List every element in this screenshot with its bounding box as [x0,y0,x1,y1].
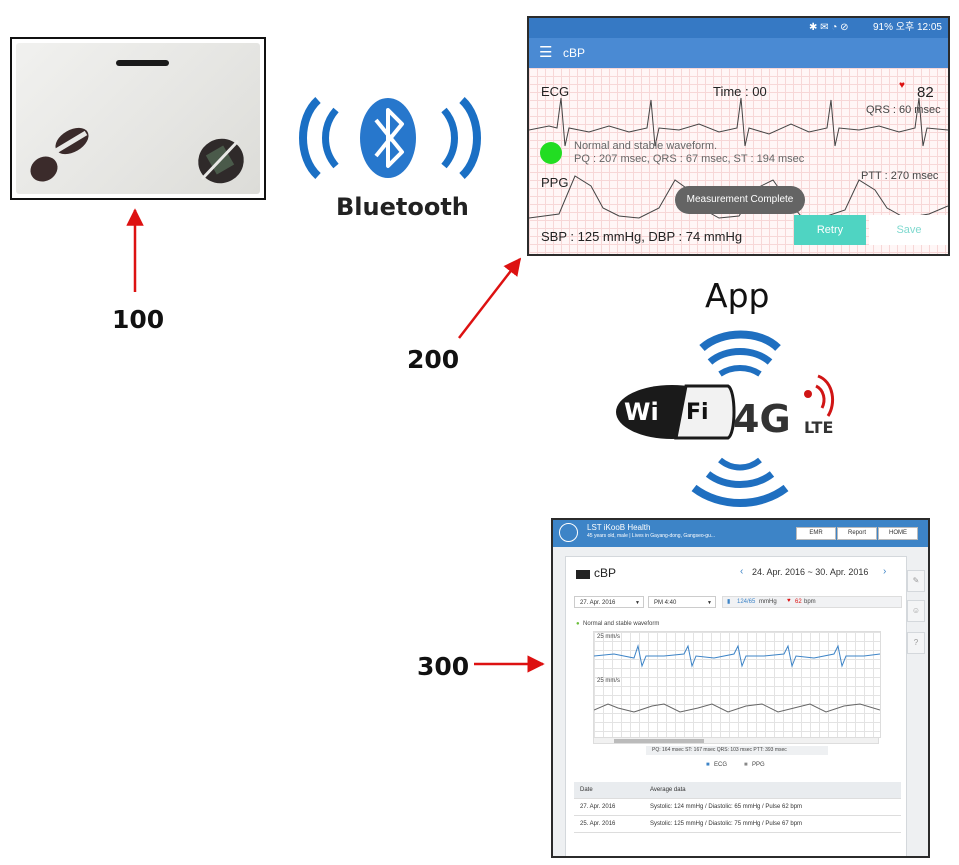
phone-screen: ✱ ✉ ◔ ⊘ 91% 오후 12:05 ☰ cBP ECG Time : 00… [527,16,950,256]
web-dashboard: LST iKooB Health 45 years old, male | Li… [551,518,930,858]
table-row[interactable]: 27. Apr. 2016 Systolic: 124 mmHg / Diast… [574,799,901,816]
chevron-down-icon: ▼ [635,597,640,609]
bluetooth-icon [290,92,490,184]
bp-unit: mmHg [759,599,777,605]
user-info: 45 years old, male | Lives in Gayang-don… [587,533,715,539]
bluetooth-label: Bluetooth [336,193,469,221]
nav-home-button[interactable]: HOME [878,527,918,540]
web-ppg-waveform [594,704,880,712]
heart-icon: ♥ [787,598,791,604]
label-100: 100 [112,305,164,334]
web-waveforms [594,632,880,737]
status-dot [540,142,562,164]
status-text: 91% 오후 12:05 [873,22,942,33]
tab-edit-icon[interactable]: ✎ [907,570,925,592]
ecg-label: ECG [541,84,569,99]
phone-toolbar: ☰ cBP [529,38,948,68]
tab-user-icon[interactable]: ☺ [907,600,925,622]
table-cell-average: Systolic: 125 mmHg / Diastolic: 75 mmHg … [644,816,901,833]
scrollbar-thumb[interactable] [614,739,704,743]
date-range: 24. Apr. 2016 ~ 30. Apr. 2016 [752,567,868,577]
app-label: App [705,276,769,315]
table-cell-average: Systolic: 124 mmHg / Diastolic: 65 mmHg … [644,799,901,816]
table-cell-date: 27. Apr. 2016 [574,799,644,816]
web-waveform-grid: 25 mm/s 25 mm/s [593,631,881,738]
interval-strip: PQ: 164 msec ST: 167 msec QRS: 103 msec … [646,746,828,755]
legend-ecg-swatch: ■ [706,762,710,768]
wifi-waves-top-icon [702,335,778,375]
web-ecg-waveform [594,646,880,666]
time-select[interactable]: PM 4:40 ▼ [648,596,716,608]
interval-values: PQ : 207 msec, QRS : 67 msec, ST : 194 m… [574,153,804,165]
phone-waveform-area: ECG Time : 00 ♥ 82 QRS : 60 msec Normal … [529,68,948,254]
image-icon [576,570,590,579]
status-icons: ✱ ✉ ◔ ⊘ [809,18,849,38]
arrow-to-phone [459,259,520,338]
next-week-icon[interactable]: › [883,566,886,577]
table-header-average: Average data [644,782,901,799]
tab-help-icon[interactable]: ? [907,632,925,654]
bp-icon: ▮ [727,598,730,605]
prev-week-icon[interactable]: ‹ [740,566,743,577]
label-300: 300 [417,652,469,681]
measurement-toast: Measurement Complete [675,186,805,214]
table-header-date: Date [574,782,644,799]
ppg-label: PPG [541,175,568,190]
wifi-waves-bottom-icon [694,460,786,503]
ptt-label: PTT : 270 msec [861,170,938,182]
lte-text: LTE [804,418,833,437]
web-waveform-status: Normal and stable waveform [583,621,659,627]
summary-bar: ▮ 124/65 mmHg ♥ 62 bpm [722,596,902,608]
time-label: Time : 00 [713,84,767,99]
lte-signal-icon [804,376,833,416]
wifi-fi-text: Fi [686,400,709,425]
legend-ppg-swatch: ■ [744,762,748,768]
waveform-scrollbar[interactable] [593,737,879,744]
waveform-status: Normal and stable waveform. [574,140,717,152]
section-title: cBP [594,566,616,580]
legend-ecg-label: ECG [714,762,727,768]
pulse-unit: bpm [804,599,816,605]
save-button[interactable]: Save [869,215,949,245]
web-intervals: PQ: 164 msec ST: 167 msec QRS: 103 msec … [652,747,787,753]
time-select-value: PM 4:40 [654,600,676,606]
wifi-wi-text: Wi [624,398,659,426]
table-cell-date: 25. Apr. 2016 [574,816,644,833]
retry-button[interactable]: Retry [794,215,866,245]
app-title: cBP [563,46,585,60]
chevron-down-icon: ▼ [707,597,712,609]
heart-icon: ♥ [899,80,905,91]
date-select-value: 27. Apr. 2016 [580,600,615,606]
qrs-label: QRS : 60 msec [866,104,941,116]
nav-emr-button[interactable]: EMR [796,527,836,540]
label-200: 200 [407,345,459,374]
heart-rate: 82 [917,84,934,101]
legend-ppg-label: PPG [752,762,765,768]
average-data-table: Date Average data 27. Apr. 2016 Systolic… [574,782,901,833]
table-row[interactable]: 25. Apr. 2016 Systolic: 125 mmHg / Diast… [574,816,901,833]
menu-icon[interactable]: ☰ [539,43,552,61]
phone-status-bar: ✱ ✉ ◔ ⊘ 91% 오후 12:05 [529,18,948,38]
fourg-text: 4G [733,397,791,441]
bp-badge: 124/65 [737,599,755,605]
cbp-panel: cBP ‹ 24. Apr. 2016 ~ 30. Apr. 2016 › 27… [565,556,907,858]
brand-name: LST iKooB Health [587,523,650,532]
brand-logo-icon [559,523,578,542]
nav-report-button[interactable]: Report [837,527,877,540]
bp-result: SBP : 125 mmHg, DBP : 74 mmHg [541,229,742,244]
date-select[interactable]: 27. Apr. 2016 ▼ [574,596,644,608]
table-header-row: Date Average data [574,782,901,799]
ok-dot-icon: ● [576,621,580,627]
web-header: LST iKooB Health 45 years old, male | Li… [553,520,928,547]
pulse-badge: 62 [795,599,802,605]
